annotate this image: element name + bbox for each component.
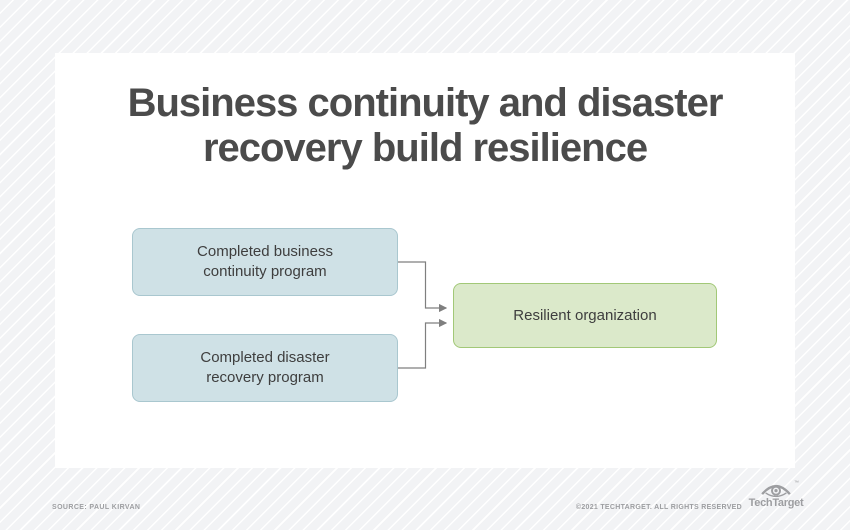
connector-bc-to-ro: [398, 261, 448, 313]
footer-copyright: ©2021 TECHTARGET. ALL RIGHTS RESERVED: [575, 504, 742, 511]
eye-target-icon: [761, 484, 791, 497]
techtarget-logo: ™ TechTarget: [747, 480, 805, 509]
node-disaster-recovery: Completed disaster recovery program: [132, 334, 398, 402]
trademark-symbol: ™: [794, 480, 799, 486]
infographic-title: Business continuity and disaster recover…: [127, 81, 724, 170]
node-business-continuity-label: Completed business continuity program: [197, 243, 333, 280]
techtarget-wordmark: TechTarget: [748, 497, 804, 509]
infographic-card: Business continuity and disaster recover…: [55, 53, 795, 468]
node-resilient-organization-label: Resilient organization: [513, 306, 657, 324]
node-disaster-recovery-label: Completed disaster recovery program: [200, 349, 330, 386]
connector-dr-to-ro: [398, 318, 448, 369]
footer-source-credit: SOURCE: PAUL KIRVAN: [52, 504, 141, 511]
node-resilient-organization: Resilient organization: [453, 283, 717, 348]
node-business-continuity: Completed business continuity program: [132, 228, 398, 296]
